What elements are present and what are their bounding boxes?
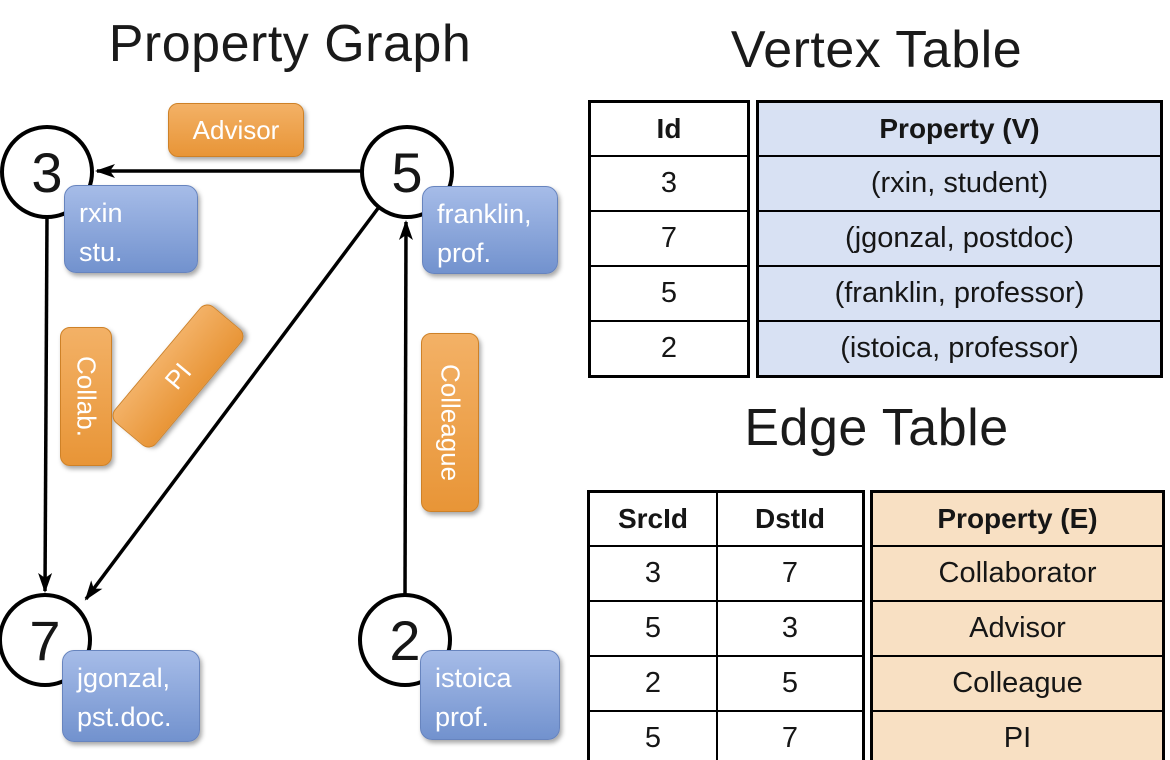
vertex-property-label-7-line1: jgonzal, — [77, 663, 171, 693]
table-row: 5 7 — [590, 710, 862, 760]
table-row: Colleague — [873, 655, 1162, 710]
edge-table-dst-header: DstId — [755, 503, 825, 534]
table-row: 2 — [591, 320, 747, 375]
edge-pi-5-to-7 — [84, 205, 381, 601]
vertex-property-label-7-line2: pst.doc. — [77, 702, 172, 733]
edge-table-title: Edge Table — [744, 399, 1009, 457]
table-row: Advisor — [873, 600, 1162, 655]
edge-table-header-row: SrcId DstId — [590, 493, 862, 545]
src-cell: 2 — [590, 657, 718, 710]
src-cell: 5 — [590, 712, 718, 760]
property-graph-title: Property Graph — [108, 15, 472, 73]
table-row: 7 — [591, 210, 747, 265]
edge-colleague-2-to-5 — [398, 220, 413, 597]
vertex-node-3: 3 — [0, 125, 94, 219]
edge-table-src-header: SrcId — [590, 493, 718, 545]
table-row: PI — [873, 710, 1162, 760]
table-row: Collaborator — [873, 545, 1162, 600]
table-row: (jgonzal, postdoc) — [759, 210, 1160, 265]
vertex-node-5-id: 5 — [391, 140, 423, 204]
edge-label-collab: Collab. — [60, 327, 112, 466]
edge-label-colleague: Colleague — [421, 333, 479, 512]
table-row: 5 — [591, 265, 747, 320]
edge-label-advisor: Advisor — [168, 103, 304, 157]
vertex-property-label-3-line2: stu. — [79, 237, 123, 268]
vertex-table-id-header: Id — [656, 113, 682, 144]
edge-table-property-column: Property (E) Collaborator Advisor Collea… — [870, 490, 1165, 760]
vertex-property-label-3-line1: rxin — [79, 198, 123, 228]
vertex-property-label-5-line1: franklin, — [437, 199, 532, 229]
src-cell: 3 — [590, 547, 718, 600]
table-row: 3 — [591, 155, 747, 210]
vertex-table-property-header: Property (V) — [879, 113, 1040, 144]
vertex-node-7-id: 7 — [29, 608, 61, 672]
vertex-property-label-3: rxin stu. — [64, 185, 198, 273]
vertex-node-2-id: 2 — [389, 608, 421, 672]
table-row: 2 5 — [590, 655, 862, 710]
edge-table-srcdst-columns: SrcId DstId 3 7 5 3 2 5 5 7 — [587, 490, 865, 760]
vertex-property-label-7: jgonzal, pst.doc. — [62, 650, 200, 742]
edge-collab-3-to-7 — [38, 215, 53, 593]
table-row: (rxin, student) — [759, 155, 1160, 210]
edge-table-property-header: Property (E) — [937, 503, 1098, 534]
table-row: (istoica, professor) — [759, 320, 1160, 375]
vertex-property-label-2-line2: prof. — [435, 702, 490, 733]
src-cell: 5 — [590, 602, 718, 655]
vertex-table-id-column: Id 3 7 5 2 — [588, 100, 750, 378]
vertex-table-property-column: Property (V) (rxin, student) (jgonzal, p… — [756, 100, 1163, 378]
dst-cell: 7 — [781, 722, 799, 754]
vertex-node-3-id: 3 — [31, 140, 63, 204]
vertex-property-label-5: franklin, prof. — [422, 186, 558, 274]
table-row: 3 7 — [590, 545, 862, 600]
vertex-property-label-5-line2: prof. — [437, 238, 492, 269]
table-row: 5 3 — [590, 600, 862, 655]
table-row: (franklin, professor) — [759, 265, 1160, 320]
vertex-table-title: Vertex Table — [730, 21, 1023, 79]
dst-cell: 3 — [781, 612, 799, 644]
vertex-property-label-2-line1: istoica — [435, 663, 512, 693]
dst-cell: 7 — [781, 557, 799, 589]
dst-cell: 5 — [781, 667, 799, 699]
vertex-property-label-2: istoica prof. — [420, 650, 560, 740]
